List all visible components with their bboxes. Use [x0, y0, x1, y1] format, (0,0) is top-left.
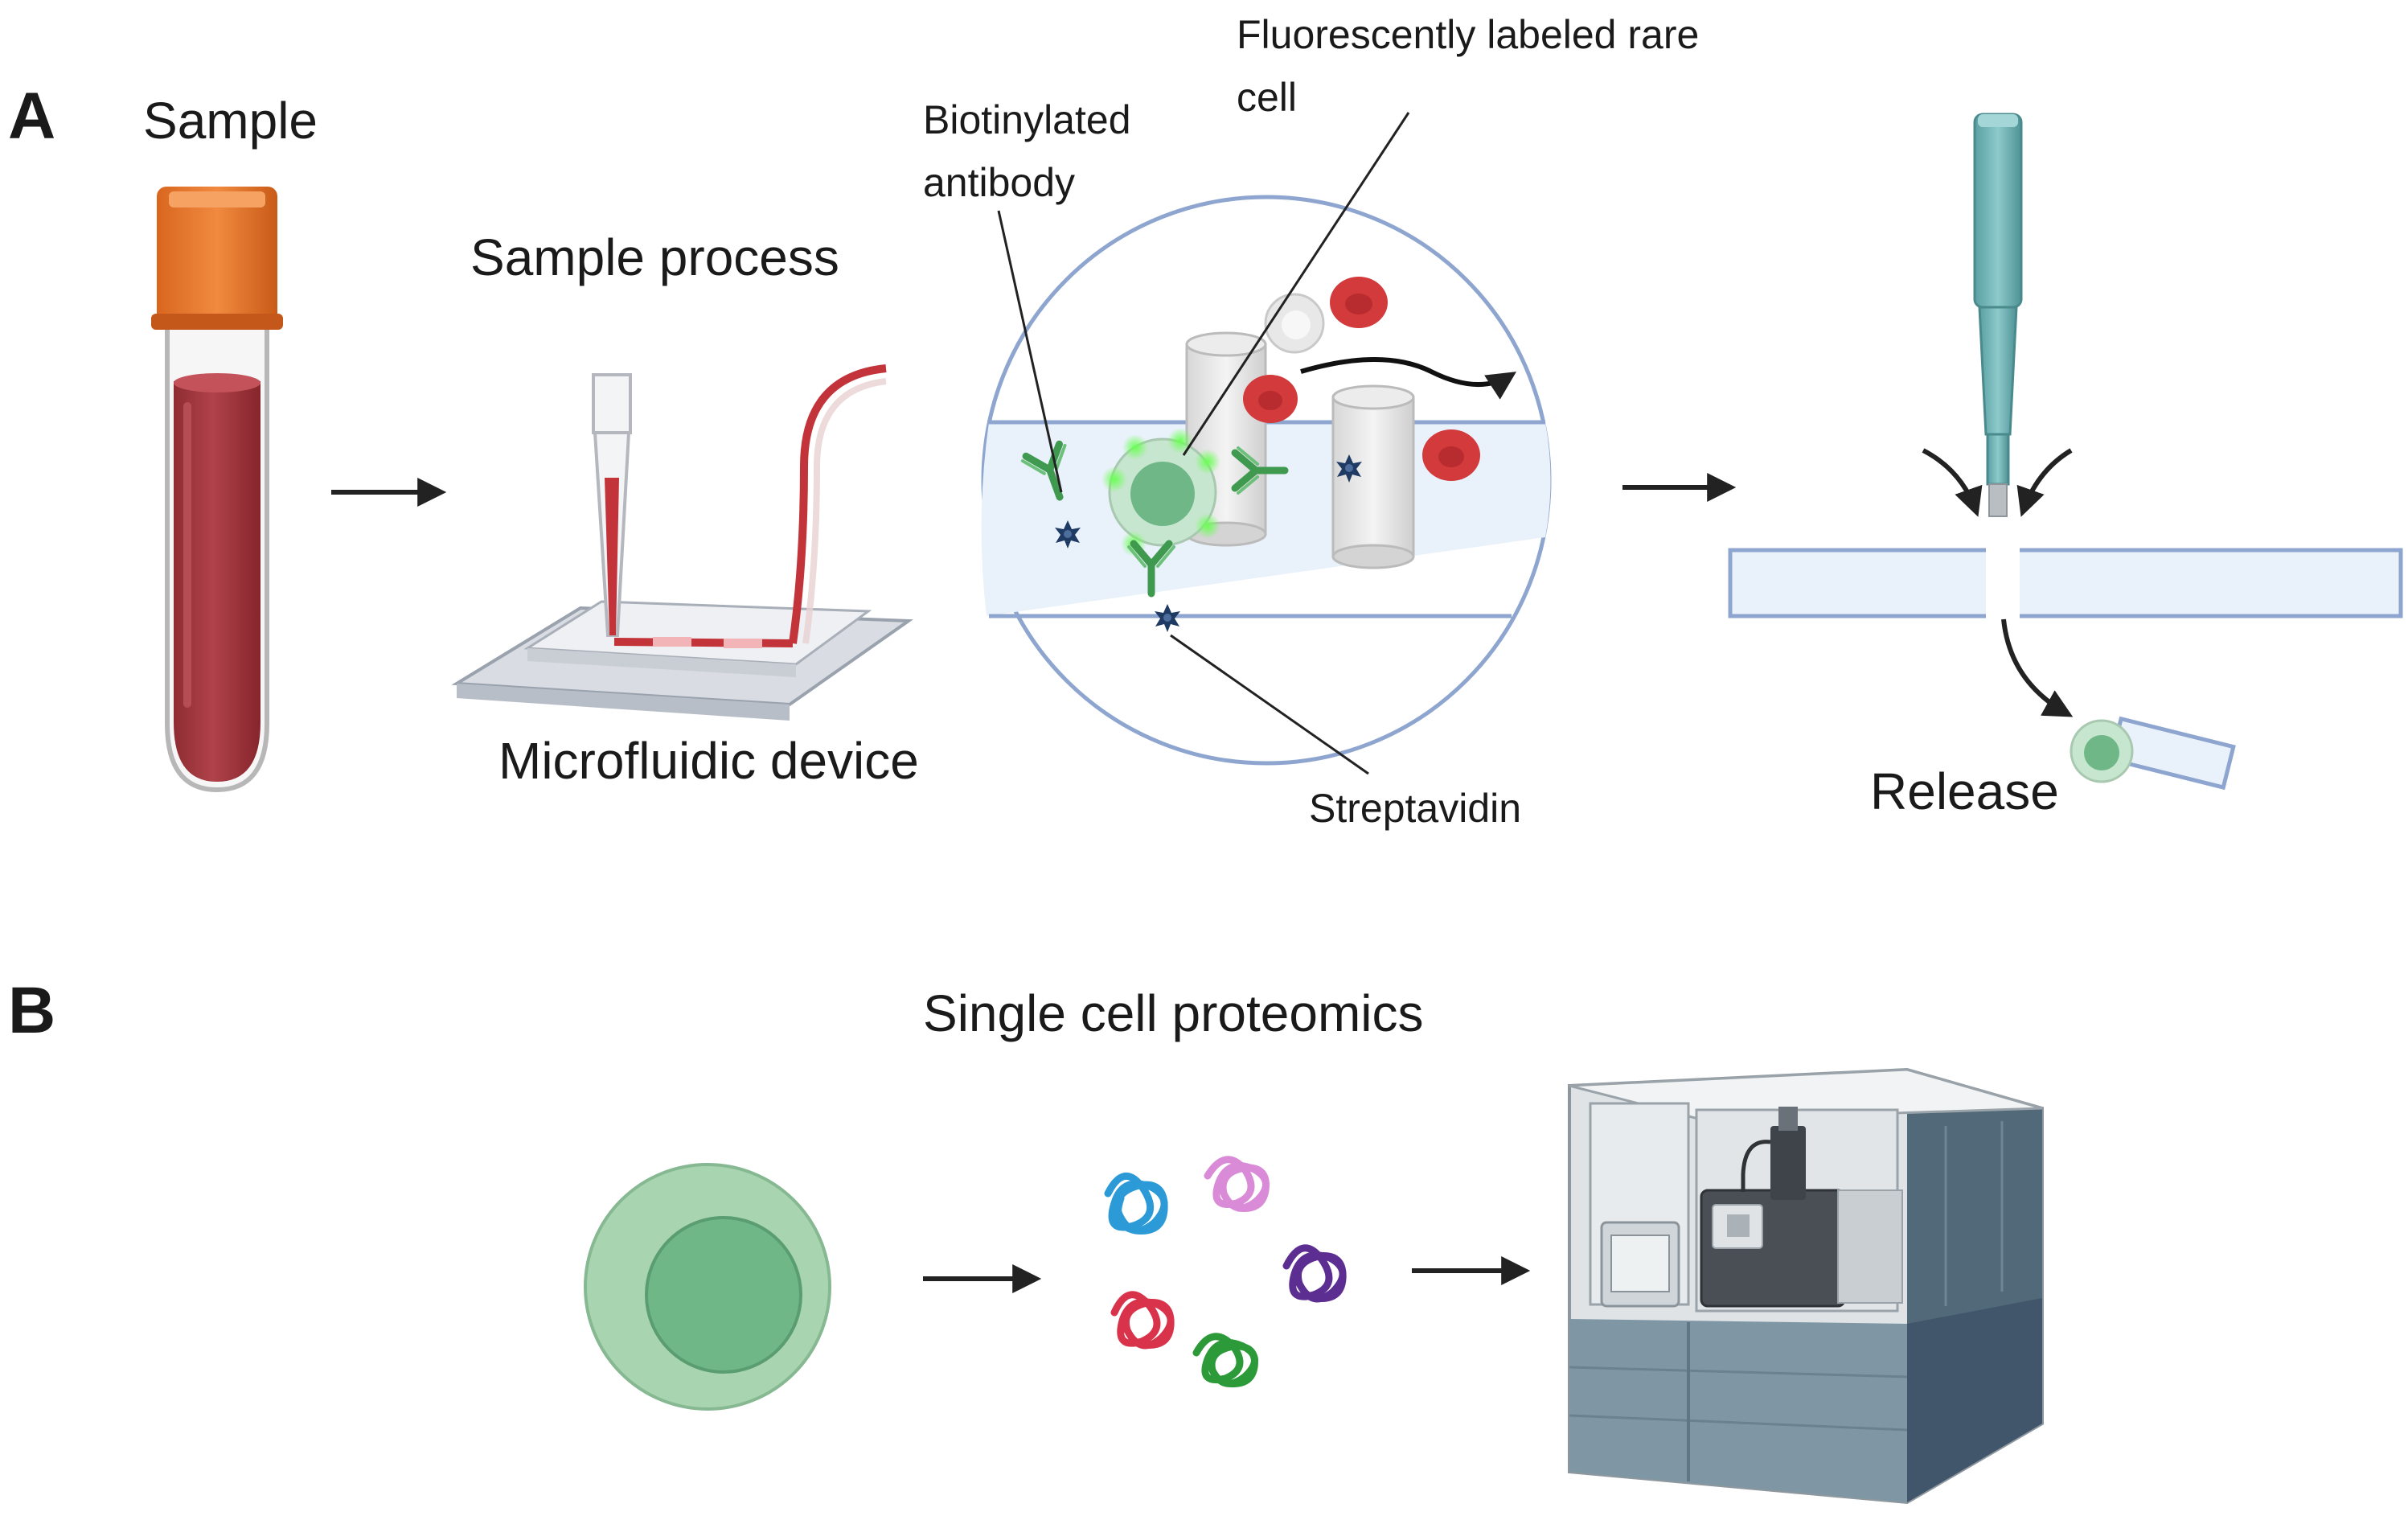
cell-callout-line	[1182, 112, 1410, 456]
protein-icon	[1204, 1156, 1270, 1213]
micropipette-icon	[1973, 113, 2023, 517]
antibody-callout-line	[997, 210, 1063, 493]
fluorescent-cell-line-1: Fluorescently labeled rare	[1237, 12, 1699, 57]
release-label: Release	[1870, 762, 2059, 820]
pillar	[1185, 331, 1267, 547]
panel-b-letter: B	[8, 974, 55, 1047]
fluorescent-rare-cell	[1101, 428, 1220, 557]
protein-cluster	[1104, 1156, 1347, 1388]
single-cell-proteomics-title: Single cell proteomics	[923, 984, 1424, 1042]
red-blood-cell	[1422, 429, 1480, 481]
blood-tube-icon	[151, 187, 283, 793]
fluorescent-cell-line-2: cell	[1237, 75, 1297, 120]
protein-icon	[1110, 1291, 1175, 1350]
protein-icon	[1282, 1244, 1347, 1303]
magnified-channel-view	[981, 195, 1552, 766]
single-cell-icon	[584, 1163, 831, 1411]
pillar	[1331, 384, 1415, 569]
microfluidic-chip-icon	[451, 364, 913, 721]
protein-icon	[1104, 1172, 1168, 1235]
release-arrow	[2001, 618, 2074, 717]
fluorescent-cell-label: Fluorescently labeled rare cell	[1237, 12, 1710, 120]
biotinylated-antibody-line-1: Biotinylated	[923, 97, 1131, 142]
red-blood-cell	[1330, 277, 1388, 328]
biotinylated-antibody-line-2: antibody	[923, 160, 1075, 205]
flow-arrow	[1300, 357, 1517, 400]
suction-arrow-left	[1922, 448, 1983, 517]
suction-arrow-right	[2016, 448, 2073, 517]
sample-label: Sample	[143, 92, 318, 150]
biotinylated-antibody-label: Biotinylated antibody	[923, 97, 1142, 205]
streptavidin-callout-line	[1170, 634, 1369, 775]
release-channel	[1728, 547, 2403, 619]
mass-spectrometer-icon	[1568, 1067, 2044, 1505]
released-cell	[2070, 716, 2236, 791]
protein-icon	[1192, 1333, 1258, 1388]
sample-process-label: Sample process	[470, 228, 839, 286]
streptavidin-label: Streptavidin	[1309, 786, 1521, 831]
panel-a-letter: A	[8, 80, 55, 153]
red-blood-cell	[1243, 375, 1298, 423]
microfluidic-device-label: Microfluidic device	[498, 732, 919, 790]
